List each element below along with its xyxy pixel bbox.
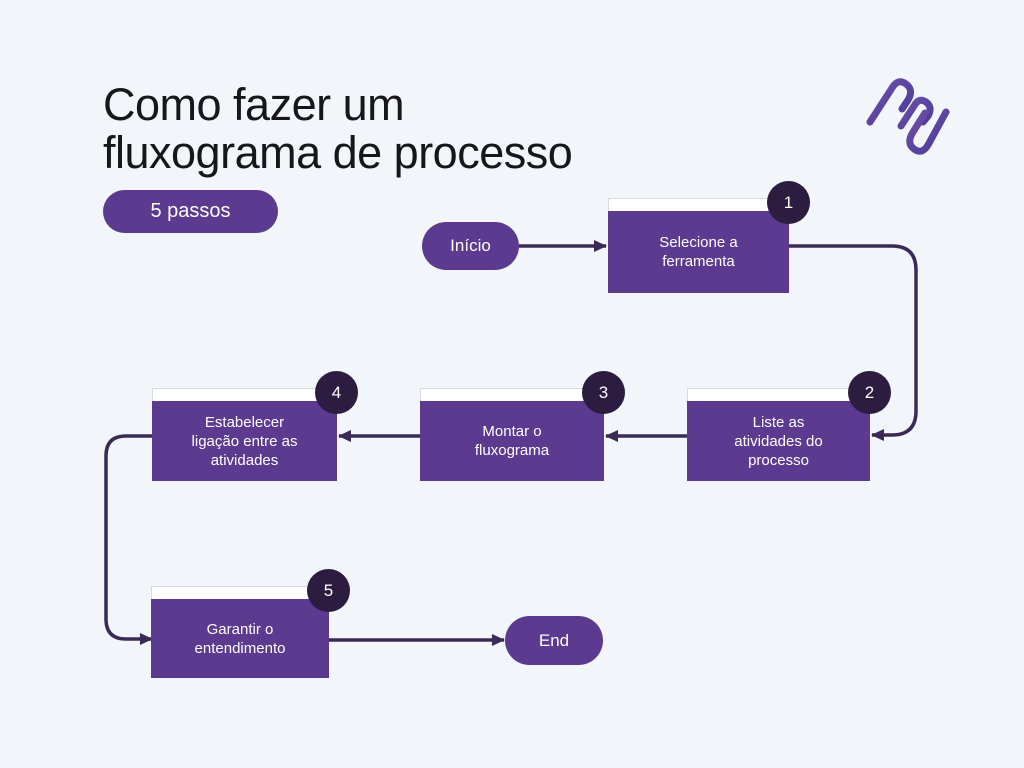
- connector-step4-to-step5: [104, 434, 153, 645]
- start-node: Início: [422, 222, 519, 270]
- step-2-label-line-2: atividades do: [734, 432, 823, 450]
- end-node: End: [505, 616, 603, 665]
- step-4-label-line-3: atividades: [210, 451, 279, 469]
- step-1-body: Selecione a ferramenta: [608, 211, 789, 293]
- page-title: Como fazer um fluxograma de processo: [103, 79, 573, 178]
- step-2-label-line-1: Liste as: [752, 413, 805, 431]
- step-2-label-line-3: processo: [748, 451, 809, 469]
- end-node-label: End: [538, 630, 570, 650]
- zigzag-brand-logo-icon: [866, 78, 950, 155]
- step-4-label-line-1: Estabelecer: [204, 413, 285, 431]
- step-3-label-line-1: Montar o: [482, 423, 542, 440]
- step-3-body: Montar o fluxograma: [420, 401, 604, 481]
- step-4-label-line-2: ligação entre as: [191, 432, 298, 450]
- step-5-label-line-1: Garantir o: [206, 620, 274, 638]
- step-3-label-line-2: fluxograma: [474, 442, 550, 459]
- step-1-header-strip: [608, 198, 789, 211]
- flow-step-2: Liste as atividades do processo 2: [687, 371, 891, 481]
- step-4-header-strip: [152, 388, 337, 401]
- flow-step-5: Garantir o entendimento 5: [151, 569, 350, 678]
- step-2-number-badge: 2: [848, 371, 891, 414]
- step-5-number-badge: 5: [307, 569, 350, 612]
- flow-step-3: Montar o fluxograma 3: [420, 371, 625, 481]
- steps-count-label: 5 passos: [150, 200, 231, 222]
- page-title-line-2: fluxograma de processo: [103, 127, 573, 178]
- step-5-body: Garantir o entendimento: [151, 599, 329, 678]
- step-1-number-badge: 1: [767, 181, 810, 224]
- step-1-label-line-2: ferramenta: [662, 253, 735, 270]
- step-4-body: Estabelecer ligação entre as atividades: [152, 401, 337, 481]
- page-title-line-1: Como fazer um: [103, 79, 405, 130]
- step-1-label-line-1: Selecione a: [659, 234, 738, 251]
- step-5-header-strip: [151, 586, 329, 599]
- start-node-label: Início: [450, 236, 491, 255]
- flow-step-1: Selecione a ferramenta 1: [608, 181, 810, 293]
- step-4-number-badge: 4: [315, 371, 358, 414]
- step-2-body: Liste as atividades do processo: [687, 401, 870, 481]
- flow-step-4: Estabelecer ligação entre as atividades …: [152, 371, 358, 481]
- steps-count-badge: 5 passos: [103, 190, 278, 233]
- step-5-label-line-2: entendimento: [194, 639, 286, 657]
- step-3-number-badge: 3: [582, 371, 625, 414]
- step-3-header-strip: [420, 388, 604, 401]
- step-2-header-strip: [687, 388, 870, 401]
